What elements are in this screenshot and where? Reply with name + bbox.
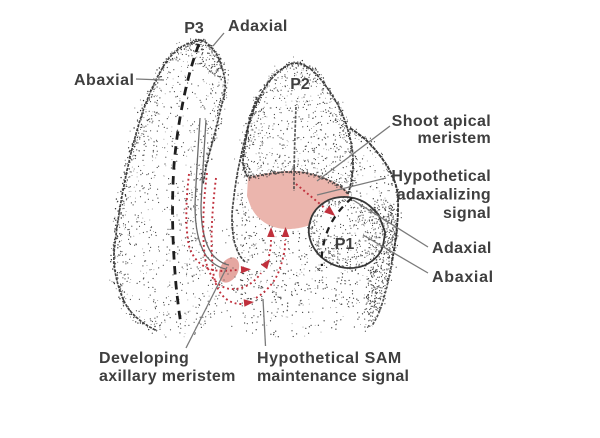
svg-text:P3: P3 [184,20,204,37]
svg-text:Adaxial: Adaxial [228,18,288,35]
svg-text:adaxializing: adaxializing [397,187,491,204]
svg-text:Developing: Developing [99,350,189,367]
svg-text:Abaxial: Abaxial [74,72,134,89]
svg-text:P1: P1 [335,236,355,253]
svg-text:meristem: meristem [417,130,491,147]
svg-text:Abaxial: Abaxial [432,269,494,286]
svg-text:maintenance signal: maintenance signal [257,368,409,385]
svg-text:Shoot apical: Shoot apical [392,113,491,130]
svg-text:P2: P2 [290,76,310,93]
svg-text:Hypothetical: Hypothetical [391,168,491,185]
svg-text:signal: signal [443,205,491,222]
svg-text:Adaxial: Adaxial [432,240,492,257]
svg-text:axillary meristem: axillary meristem [99,368,236,385]
svg-text:Hypothetical SAM: Hypothetical SAM [257,350,402,367]
